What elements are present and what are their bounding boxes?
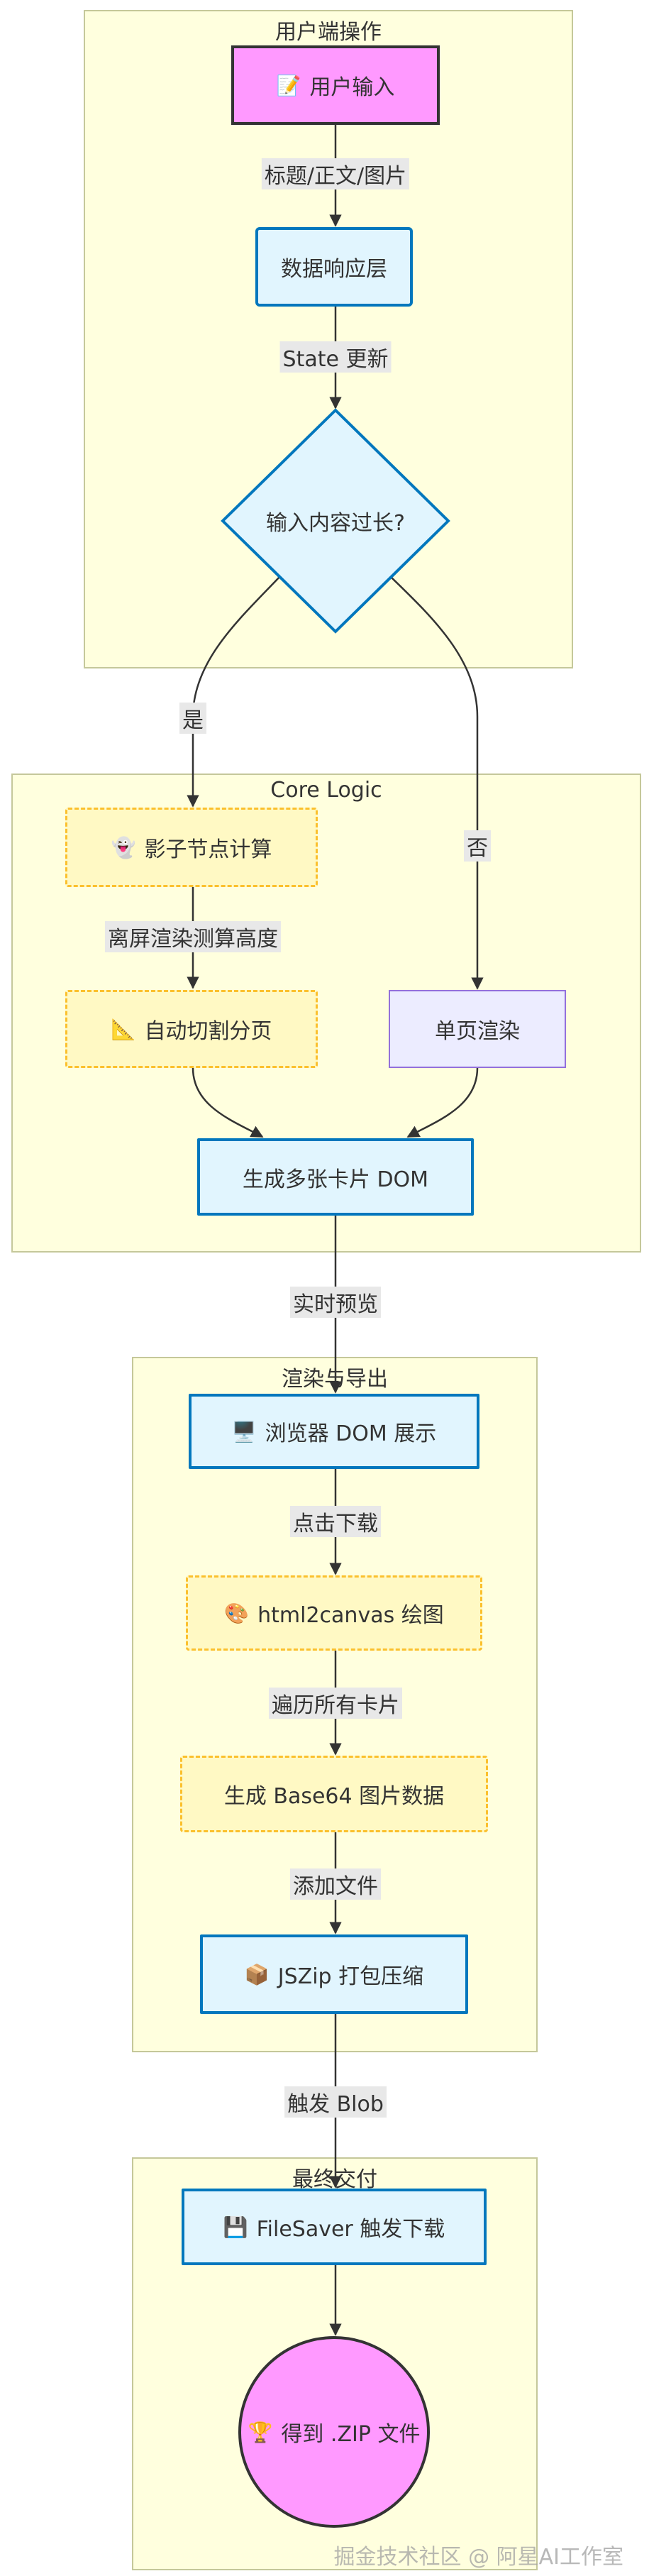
decision-diamond — [221, 408, 450, 634]
node-label: 影子节点计算 — [144, 837, 272, 862]
memo-icon: 📝 — [276, 73, 301, 97]
node-label: 生成 Base64 图片数据 — [223, 1784, 445, 1809]
edge-label-no: 否 — [464, 830, 491, 862]
node-user-input: 📝 用户输入 — [231, 45, 440, 125]
triangle-ruler-icon: 📐 — [111, 1017, 136, 1041]
edge-label-iterate: 遍历所有卡片 — [269, 1688, 402, 1719]
edge-label-add-file: 添加文件 — [290, 1868, 381, 1900]
node-label: 浏览器 DOM 展示 — [265, 1421, 437, 1446]
node-label: FileSaver 触发下载 — [256, 2217, 445, 2242]
floppy-disk-icon: 💾 — [223, 2215, 248, 2239]
node-label: JSZip 打包压缩 — [277, 1964, 424, 1989]
node-browser-show: 🖥️ 浏览器 DOM 展示 — [189, 1394, 479, 1469]
edge-decision-no — [389, 576, 484, 990]
node-auto-split: 📐 自动切割分页 — [65, 990, 318, 1068]
node-data-layer: 数据响应层 — [255, 227, 413, 307]
edge-label-click-download: 点击下载 — [290, 1506, 381, 1537]
ghost-icon: 👻 — [111, 835, 136, 859]
cluster-title: 用户端操作 — [275, 20, 382, 45]
edge-label-trigger-blob: 触发 Blob — [284, 2086, 387, 2118]
cluster-title: Core Logic — [270, 778, 382, 803]
edge-single-cards — [406, 1067, 479, 1138]
node-base64: 生成 Base64 图片数据 — [180, 1756, 488, 1832]
watermark: 掘金技术社区 @ 阿星AI工作室 — [333, 2545, 623, 2570]
edge-split-cards — [192, 1067, 264, 1138]
node-label: 单页渲染 — [435, 1019, 520, 1044]
palette-icon: 🎨 — [224, 1601, 250, 1625]
node-shadow-calc: 👻 影子节点计算 — [65, 808, 318, 887]
edge-label-yes: 是 — [179, 703, 206, 734]
node-label: 数据响应层 — [281, 257, 387, 282]
node-jszip: 📦 JSZip 打包压缩 — [200, 1934, 468, 2014]
node-html2canvas: 🎨 html2canvas 绘图 — [186, 1575, 482, 1651]
node-label: 得到 .ZIP 文件 — [281, 2422, 421, 2447]
edge-label-offscreen: 离屏渲染测算高度 — [105, 921, 281, 952]
monitor-icon: 🖥️ — [231, 1419, 257, 1443]
trophy-icon: 🏆 — [248, 2420, 273, 2444]
node-label: 自动切割分页 — [144, 1019, 272, 1044]
edge-label-input-data: 标题/正文/图片 — [261, 158, 410, 189]
edge-decision-yes — [187, 576, 281, 808]
node-label: 用户输入 — [309, 75, 395, 100]
edge-label-state-update: State 更新 — [279, 341, 392, 373]
edge-label-realtime: 实时预览 — [290, 1287, 381, 1318]
node-label: 生成多张卡片 DOM — [242, 1167, 429, 1192]
node-zip-file: 🏆 得到 .ZIP 文件 — [238, 2336, 430, 2528]
node-decision: 输入内容过长? — [223, 497, 448, 545]
node-filesaver: 💾 FileSaver 触发下载 — [182, 2189, 487, 2265]
node-label: 输入内容过长? — [266, 511, 405, 536]
node-multi-cards: 生成多张卡片 DOM — [197, 1138, 474, 1216]
node-label: html2canvas 绘图 — [257, 1603, 444, 1628]
package-icon: 📦 — [244, 1962, 270, 1986]
node-single-page: 单页渲染 — [389, 990, 566, 1068]
